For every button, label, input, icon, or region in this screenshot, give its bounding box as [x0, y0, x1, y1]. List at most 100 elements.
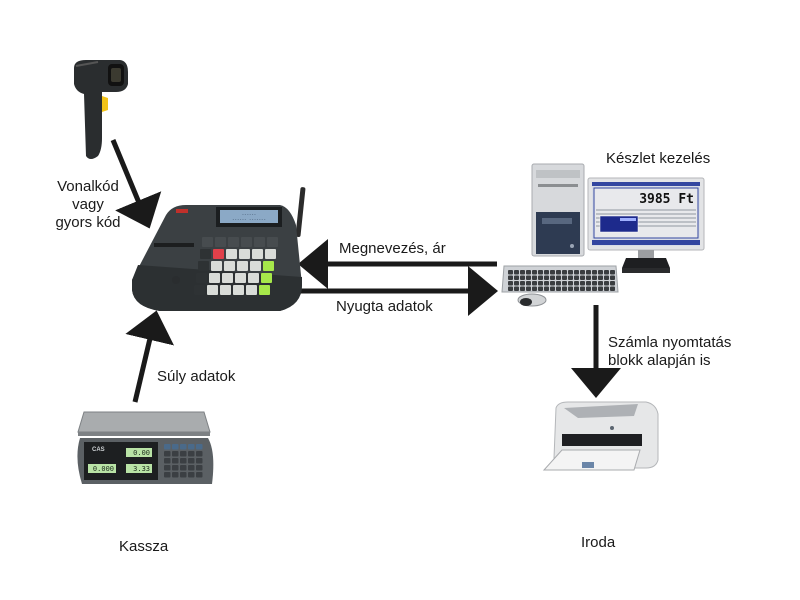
register-key	[235, 273, 246, 283]
keyboard-key	[568, 270, 573, 275]
keyboard-key	[562, 286, 567, 291]
monitor-icon: 3985 Ft	[587, 177, 705, 273]
keyboard-key	[532, 275, 537, 280]
register-key	[246, 285, 257, 295]
register-display-line-2: ------ -------	[232, 217, 266, 222]
keyboard-icon	[501, 265, 619, 307]
register-key	[237, 261, 248, 271]
keyboard-key	[556, 275, 561, 280]
scale-key	[188, 472, 195, 478]
scale-key	[196, 458, 203, 464]
weighing-scale-icon: CAS 0.00 0.000 3.33	[77, 411, 214, 484]
keyboard-key	[538, 275, 543, 280]
scanner-label-line-1: Vonalkód	[57, 178, 119, 195]
keyboard-key	[604, 275, 609, 280]
keyboard-key	[580, 286, 585, 291]
keyboard-key	[568, 275, 573, 280]
keyboard-key	[610, 281, 615, 286]
scale-key	[196, 444, 203, 450]
register-key	[239, 249, 250, 259]
monitor-amount: 3985 Ft	[639, 192, 694, 207]
keyboard-key	[508, 275, 513, 280]
scale-key	[172, 465, 179, 471]
keyboard-key	[514, 286, 519, 291]
keyboard-key	[508, 281, 513, 286]
scanner-label: Vonalkód vagy gyors kód	[40, 178, 136, 232]
keyboard-key	[592, 275, 597, 280]
printer-edge-label: Számla nyomtatás blokk alapján is	[608, 334, 731, 370]
scale-key	[188, 458, 195, 464]
keyboard-key	[598, 270, 603, 275]
keyboard-key	[556, 270, 561, 275]
keyboard-key	[526, 286, 531, 291]
keyboard-key	[538, 281, 543, 286]
keyboard-key	[544, 286, 549, 291]
register-key	[252, 249, 263, 259]
keyboard-key	[592, 286, 597, 291]
keyboard-key	[610, 286, 615, 291]
register-key	[220, 285, 231, 295]
scale-display-unit-price: 0.00	[133, 449, 150, 457]
keyboard-key	[550, 281, 555, 286]
scale-key	[196, 451, 203, 457]
keyboard-key	[592, 270, 597, 275]
scanner-label-line-3: gyors kód	[55, 214, 121, 231]
keyboard-key	[550, 270, 555, 275]
register-key	[209, 273, 220, 283]
scale-edge-label: Súly adatok	[157, 368, 236, 385]
scale-key	[188, 451, 195, 457]
keyboard-key	[580, 281, 585, 286]
scale-key	[172, 458, 179, 464]
keyboard-key	[520, 270, 525, 275]
keyboard-key	[568, 286, 573, 291]
register-key	[215, 237, 226, 247]
keyboard-key	[526, 270, 531, 275]
keyboard-key	[544, 281, 549, 286]
scale-key	[180, 444, 187, 450]
keyboard-key	[574, 275, 579, 280]
keyboard-key	[610, 270, 615, 275]
keyboard-key	[538, 270, 543, 275]
cash-register-icon: ------ ------ -------	[132, 187, 306, 311]
keyboard-key	[508, 286, 513, 291]
keyboard-key	[586, 281, 591, 286]
register-key	[267, 237, 278, 247]
register-key	[207, 285, 218, 295]
scale-key	[172, 472, 179, 478]
keyboard-key	[508, 270, 513, 275]
scale-key	[188, 465, 195, 471]
scanner-label-line-2: vagy	[72, 196, 104, 213]
keyboard-key	[562, 270, 567, 275]
keyboard-key	[514, 270, 519, 275]
keyboard-key	[574, 286, 579, 291]
scale-key	[196, 472, 203, 478]
scale-key	[164, 458, 171, 464]
register-key	[202, 237, 213, 247]
scale-key	[180, 451, 187, 457]
scale-key	[180, 465, 187, 471]
register-key	[250, 261, 261, 271]
register-key	[224, 261, 235, 271]
keyboard-key	[514, 281, 519, 286]
scale-key	[180, 472, 187, 478]
printer-label-line-1: Számla nyomtatás	[608, 334, 732, 351]
keyboard-key	[514, 275, 519, 280]
register-key	[213, 249, 224, 259]
scale-display-weight: 0.000	[93, 465, 114, 473]
register-key	[222, 273, 233, 283]
keyboard-key	[598, 281, 603, 286]
keyboard-key	[568, 281, 573, 286]
keyboard-key	[562, 275, 567, 280]
scale-keypad	[164, 444, 203, 478]
register-key	[233, 285, 244, 295]
scale-key	[196, 465, 203, 471]
keyboard-key	[604, 270, 609, 275]
edge-label-item-name-price: Megnevezés, ár	[339, 240, 446, 257]
keyboard-key	[544, 275, 549, 280]
keyboard-key	[586, 286, 591, 291]
scale-key	[164, 465, 171, 471]
scale-key	[172, 444, 179, 450]
keyboard-key	[520, 281, 525, 286]
keyboard-key	[520, 286, 525, 291]
